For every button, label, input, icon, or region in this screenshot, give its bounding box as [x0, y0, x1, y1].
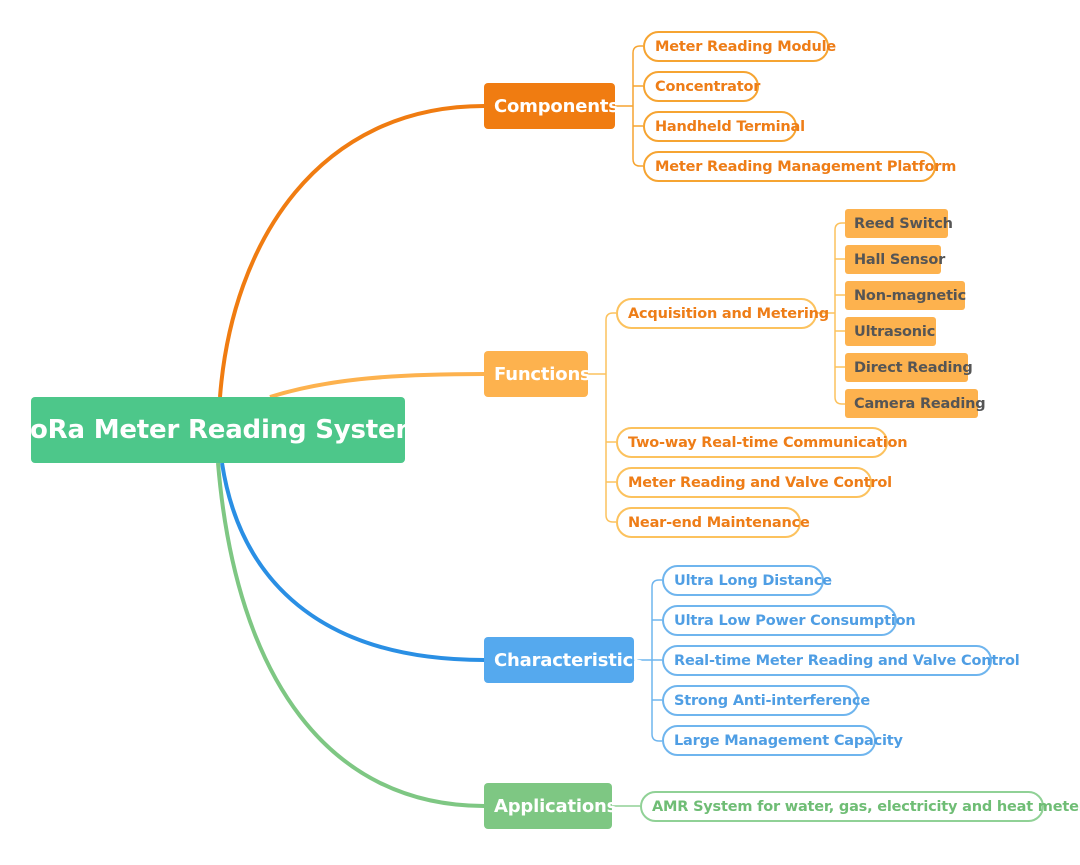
component-item[interactable]: Handheld Terminal	[643, 111, 805, 142]
link-components	[218, 104, 485, 398]
functions-node[interactable]: Functions	[484, 351, 591, 397]
characteristic-item[interactable]: Large Management Capacity	[662, 725, 903, 756]
applications-node[interactable]: Applications	[484, 783, 617, 829]
sensor-item[interactable]: Reed Switch	[845, 209, 953, 238]
function-item[interactable]: Meter Reading and Valve Control	[616, 467, 892, 498]
function-item[interactable]: Two-way Real-time Communication	[616, 427, 908, 458]
sensor-item[interactable]: Hall Sensor	[845, 245, 945, 274]
component-item[interactable]: Meter Reading Module	[643, 31, 836, 62]
characteristics-node[interactable]: Characteristics	[484, 637, 644, 683]
acquisition-bracket	[817, 222, 845, 405]
root-node[interactable]: LoRa Meter Reading System	[14, 397, 423, 463]
link-functions	[269, 372, 485, 399]
link-characteristics	[220, 462, 485, 662]
acquisition-node[interactable]: Acquisition and Metering	[616, 298, 829, 329]
sensor-item[interactable]: Ultrasonic	[845, 317, 936, 346]
component-item[interactable]: Meter Reading Management Platform	[643, 151, 956, 182]
components-node[interactable]: Components	[484, 83, 619, 129]
components-bracket	[615, 45, 643, 167]
application-item[interactable]: AMR System for water, gas, electricity a…	[640, 791, 1080, 822]
characteristic-item[interactable]: Real-time Meter Reading and Valve Contro…	[662, 645, 1020, 676]
characteristic-item[interactable]: Ultra Long Distance	[662, 565, 832, 596]
characteristic-item[interactable]: Strong Anti-interference	[662, 685, 870, 716]
sensor-item[interactable]: Camera Reading	[845, 389, 986, 418]
link-applications	[216, 462, 485, 808]
sensor-item[interactable]: Non-magnetic	[845, 281, 966, 310]
component-item[interactable]: Concentrator	[643, 71, 760, 102]
functions-bracket	[588, 312, 616, 523]
sensor-item[interactable]: Direct Reading	[845, 353, 973, 382]
function-item[interactable]: Near-end Maintenance	[616, 507, 810, 538]
characteristic-item[interactable]: Ultra Low Power Consumption	[662, 605, 916, 636]
characteristics-bracket	[634, 579, 662, 742]
